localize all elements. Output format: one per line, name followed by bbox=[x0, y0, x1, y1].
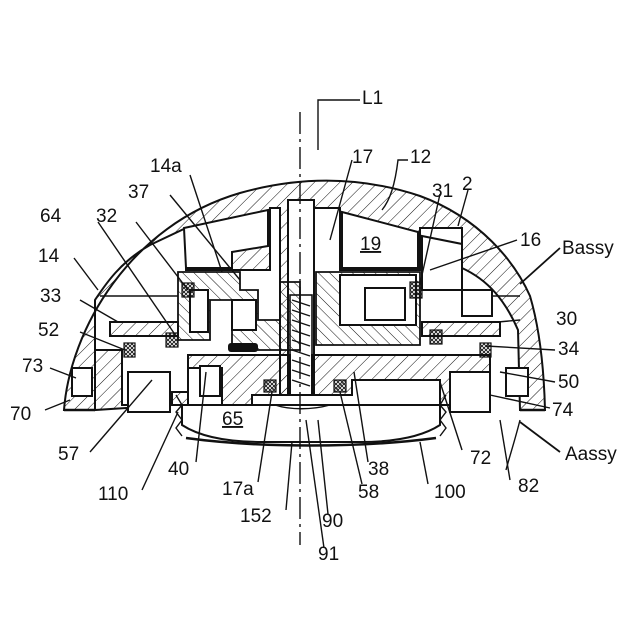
label-17: 17 bbox=[352, 147, 373, 168]
label-57: 57 bbox=[58, 444, 79, 465]
label-17a: 17a bbox=[222, 479, 254, 500]
label-12: 12 bbox=[410, 147, 431, 168]
label-31: 31 bbox=[432, 181, 453, 202]
label-32: 32 bbox=[96, 206, 117, 227]
label-38: 38 bbox=[368, 459, 389, 480]
label-33: 33 bbox=[40, 286, 61, 307]
label-2: 2 bbox=[462, 174, 473, 195]
label-73: 73 bbox=[22, 356, 43, 377]
label-65: 65 bbox=[222, 409, 243, 430]
label-72: 72 bbox=[470, 448, 491, 469]
label-14: 14 bbox=[38, 246, 60, 267]
bottom-cup bbox=[176, 395, 446, 446]
label-aassy: Aassy bbox=[565, 444, 617, 465]
label-74: 74 bbox=[552, 400, 574, 421]
label-50: 50 bbox=[558, 372, 579, 393]
label-14a: 14a bbox=[150, 156, 182, 177]
left-upper-housing bbox=[166, 272, 300, 350]
label-152: 152 bbox=[240, 506, 272, 527]
label-100: 100 bbox=[434, 482, 466, 503]
label-bassy: Bassy bbox=[562, 238, 614, 259]
label-90: 90 bbox=[322, 511, 343, 532]
label-70: 70 bbox=[10, 404, 31, 425]
label-52: 52 bbox=[38, 320, 59, 341]
label-l1: L1 bbox=[362, 88, 383, 109]
label-37: 37 bbox=[128, 182, 149, 203]
label-40: 40 bbox=[168, 459, 189, 480]
label-64: 64 bbox=[40, 206, 62, 227]
label-34: 34 bbox=[558, 339, 580, 360]
label-30: 30 bbox=[556, 309, 577, 330]
label-19: 19 bbox=[360, 234, 381, 255]
label-110: 110 bbox=[98, 484, 128, 505]
label-82: 82 bbox=[518, 476, 539, 497]
label-16: 16 bbox=[520, 230, 541, 251]
label-58: 58 bbox=[358, 482, 379, 503]
label-91: 91 bbox=[318, 544, 339, 565]
